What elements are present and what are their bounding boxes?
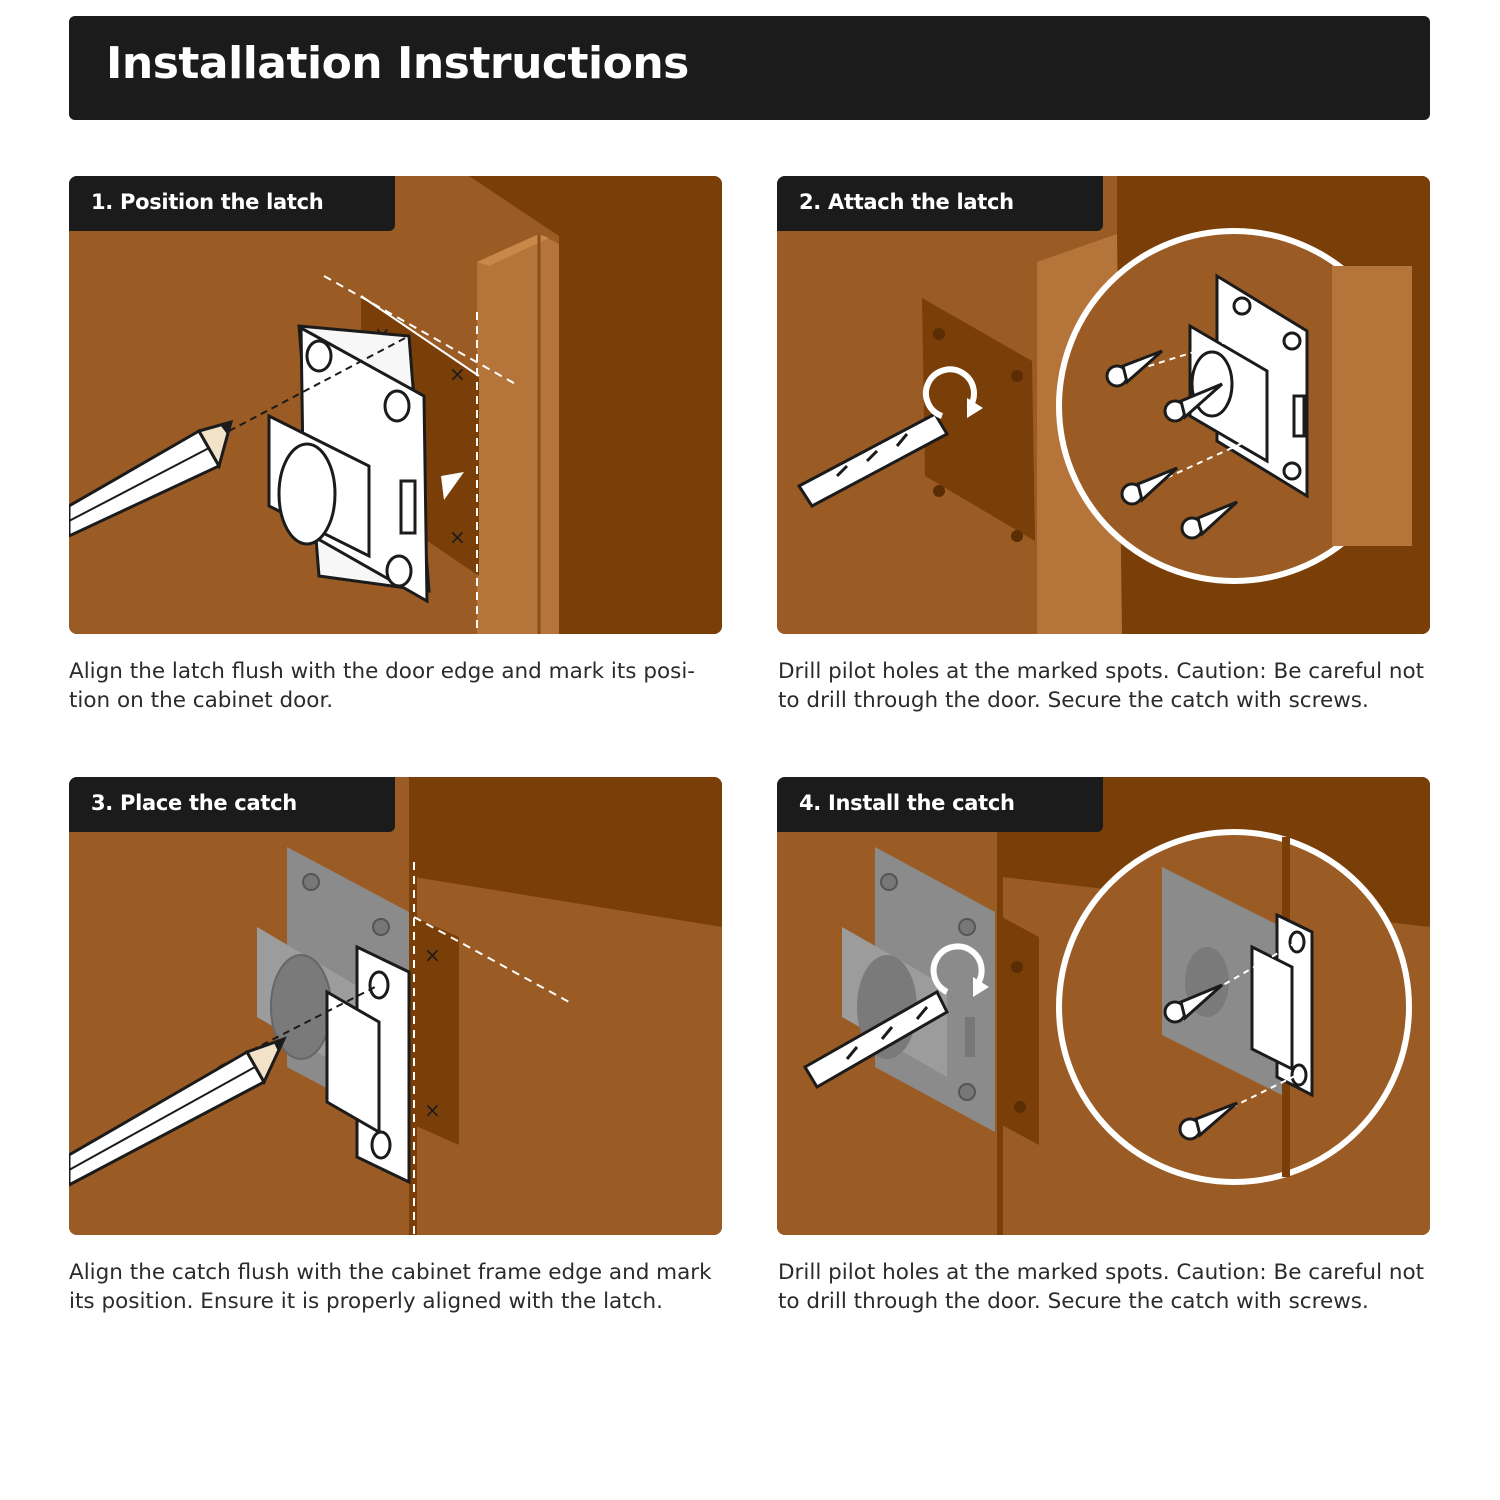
step-1-panel: × × × 1. Position the latch (69, 176, 722, 634)
step-3-panel: × × 3. Place the catch (69, 777, 722, 1235)
svg-text:×: × (449, 525, 466, 549)
step-4-caption: Drill pilot holes at the marked spots. C… (778, 1258, 1438, 1316)
step-4-illustration (777, 777, 1430, 1235)
step-4-panel: 4. Install the catch (777, 777, 1430, 1235)
step-1-caption-text: Align the latch flush with the door edge… (69, 659, 696, 713)
svg-text:×: × (424, 1098, 441, 1122)
svg-text:×: × (449, 362, 466, 386)
header-banner: Installation Instructions (69, 16, 1430, 120)
step-3-illustration: × × (69, 777, 722, 1235)
step-4-label: 4. Install the catch (799, 791, 1015, 815)
step-4-caption-text: Drill pilot holes at the marked spots. C… (778, 1260, 1425, 1314)
step-1-label: 1. Position the latch (91, 190, 324, 214)
page-title: Installation Instructions (106, 38, 689, 89)
step-2-illustration (777, 176, 1430, 634)
step-3-caption: Align the catch flush with the cabinet f… (69, 1258, 729, 1316)
step-4-tag: 4. Install the catch (777, 777, 1103, 832)
svg-text:×: × (424, 943, 441, 967)
step-3-caption-text: Align the catch flush with the cabinet f… (69, 1260, 712, 1314)
step-2-panel: 2. Attach the latch (777, 176, 1430, 634)
step-2-label: 2. Attach the latch (799, 190, 1014, 214)
step-1-tag: 1. Position the latch (69, 176, 395, 231)
step-1-illustration: × × × (69, 176, 722, 634)
step-2-caption-text: Drill pilot holes at the marked spots. C… (778, 659, 1425, 713)
step-1-caption: Align the latch flush with the door edge… (69, 657, 729, 715)
step-3-label: 3. Place the catch (91, 791, 297, 815)
step-3-tag: 3. Place the catch (69, 777, 395, 832)
step-2-caption: Drill pilot holes at the marked spots. C… (778, 657, 1438, 715)
step-2-tag: 2. Attach the latch (777, 176, 1103, 231)
